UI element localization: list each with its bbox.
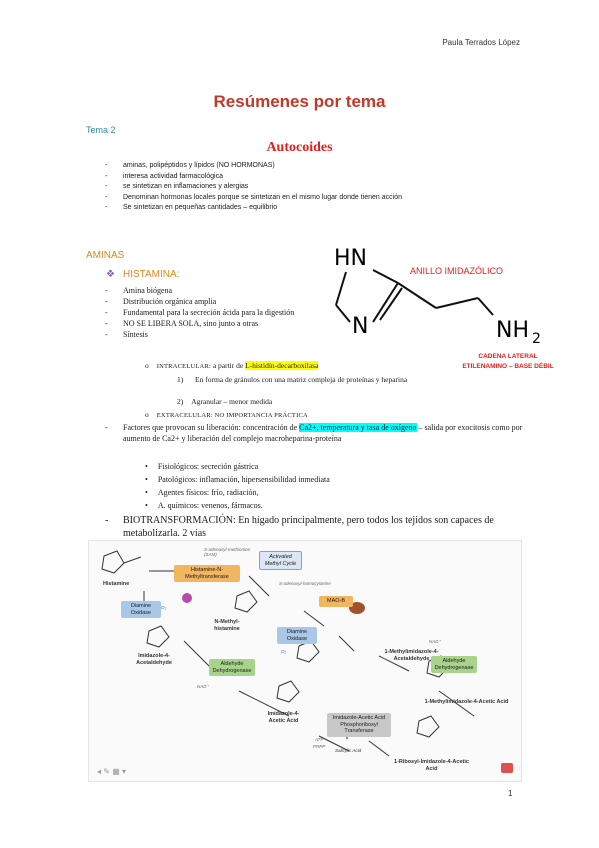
enzyme-box-aldh-1: Aldehyde Dehydrogenase — [209, 659, 255, 676]
list-item: NO SE LIBERA SOLA, sino junto a otras — [105, 318, 525, 329]
list-item: Fundamental para la secreción ácida para… — [105, 307, 313, 318]
nad-label-1: NAD⁺ — [429, 639, 441, 644]
factores-item: - Factores que provocan su liberación: c… — [105, 423, 523, 443]
hn-label: HN — [334, 246, 367, 271]
list-item: Se sintetizan en pequeñas cantidades – e… — [105, 203, 485, 214]
enzyme-box-hnmt: Histamine-N-Methyltransferase — [174, 565, 240, 582]
o2-label-2: O₂ — [281, 649, 287, 654]
enzyme-box-dao-2: Diamine Oxidase — [277, 627, 317, 644]
pencil-icon[interactable]: ✎ — [103, 767, 110, 776]
histamina-label: HISTAMINA: — [122, 269, 180, 280]
list-item: aminas, polipéptidos y lípidos (NO HORMO… — [105, 161, 485, 172]
factors-list: Fisiológicos: secreción gástrica Patológ… — [145, 460, 330, 512]
metabolism-diagram: Histamine Histamine-N-Methyltransferase … — [88, 540, 522, 782]
histamina-list: Amina biógena Distribución orgánica ampl… — [105, 285, 525, 340]
presentation-icon[interactable] — [501, 763, 513, 773]
list-item: interesa actividad farmacológica — [105, 172, 485, 183]
grid-icon[interactable]: ▦ — [112, 767, 120, 776]
biotransformacion-item: - BIOTRANSFORMACIÓN: En hígado principal… — [105, 515, 494, 539]
aminas-heading: AMINAS — [86, 250, 125, 261]
nad-label-2: NAD⁺ — [197, 684, 209, 689]
salicylic-acid-label: Salicylic Acid — [335, 748, 362, 753]
enzyme-box-maob: MAO-B — [319, 596, 353, 607]
enzyme-marker-icon — [182, 593, 192, 603]
atp-label: ATP — [315, 737, 324, 742]
methylimidazole-acetaldehyde-label: 1-Methylimidazole-4-Acetaldehyde — [384, 649, 439, 662]
ribosyl-imidazole-acetic-acid-label: 1-Ribosyl-Imidazole-4-Acetic Acid — [394, 759, 469, 772]
enzyme-box-prt: Imidazole-Acetic Acid Phosphoribosyl Tra… — [327, 713, 391, 737]
page-number: 1 — [508, 789, 513, 798]
o2-label-1: O₂ — [161, 605, 167, 610]
list-item: Amina biógena — [105, 285, 525, 296]
list-item: Fisiológicos: secreción gástrica — [145, 460, 330, 473]
ring-label: ANILLO IMIDAZÓLICO — [410, 266, 503, 276]
brain-icon — [349, 602, 365, 614]
prpp-label: PRPP — [313, 744, 326, 749]
list-item: Denominan hormonas locales porque se sin… — [105, 193, 485, 204]
author-name: Paula Terrados López — [442, 38, 520, 47]
n-methylhistamine-label: N-Methyl-histamine — [214, 619, 240, 632]
enzyme-box-dao-1: Diamine Oxidase — [121, 601, 161, 618]
numbered-item-2: 2)Agranular – menor medida — [177, 397, 273, 406]
viewer-toolbar[interactable]: ◂ ✎ ▦ ▾ — [97, 767, 126, 776]
list-item: A. químicos: venenos, fármacos. — [145, 499, 330, 512]
diamond-bullet-icon: ❖ — [106, 269, 115, 280]
list-item: Síntesis — [105, 329, 525, 340]
list-item: se sintetizan en inflamaciones y alergia… — [105, 182, 485, 193]
highlighted-enzyme: L-histidín-decarboxilasa — [245, 361, 319, 370]
document-title: Resúmenes por tema — [213, 92, 386, 111]
list-item: Patológicos: inflamación, hipersensibili… — [145, 473, 330, 486]
nh2-subscript: 2 — [532, 331, 541, 347]
enzyme-box-aldh-2: Aldehyde Dehydrogenase — [431, 656, 477, 673]
back-icon[interactable]: ◂ — [97, 767, 102, 776]
list-item: Distribución orgánica amplia — [105, 296, 525, 307]
numbered-item-1: 1)En forma de gránulos con una matriz co… — [177, 375, 408, 384]
methylimidazole-acetic-acid-label: 1-Methylimidazole-4-Acetic Acid — [424, 699, 509, 705]
methyl-cycle-box: Activated Methyl Cycle — [259, 551, 302, 570]
imidazole-acetic-acid-label: Imidazole-4-Acetic Acid — [267, 711, 300, 724]
sam-label: S-adenosyl-methionine (SAM) — [204, 547, 251, 557]
list-item: Agentes físicos: frío, radiación, — [145, 486, 330, 499]
highlighted-factors: Ca2+, temperatura y tasa de oxígeno — [299, 423, 417, 432]
chain-label-2: ETILENAMINO – BASE DÉBIL — [462, 361, 553, 370]
section-heading: Autocoides — [266, 140, 333, 155]
chain-label-1: CADENA LATERAL — [478, 353, 537, 360]
sah-label: S-adenosyl-homocysteine — [279, 581, 331, 586]
imidazole-acetaldehyde-label: Imidazole-4-Acetaldehyde — [136, 653, 172, 666]
histamina-heading: ❖ HISTAMINA: — [106, 269, 179, 280]
intracelular-label: INTRACELULAR: — [156, 363, 213, 370]
intro-list: aminas, polipéptidos y lípidos (NO HORMO… — [105, 161, 485, 214]
intracelular-text: a partir de — [212, 361, 246, 370]
more-icon[interactable]: ▾ — [121, 767, 126, 776]
histamine-label: Histamine — [103, 581, 130, 587]
tema-label: Tema 2 — [86, 125, 116, 135]
